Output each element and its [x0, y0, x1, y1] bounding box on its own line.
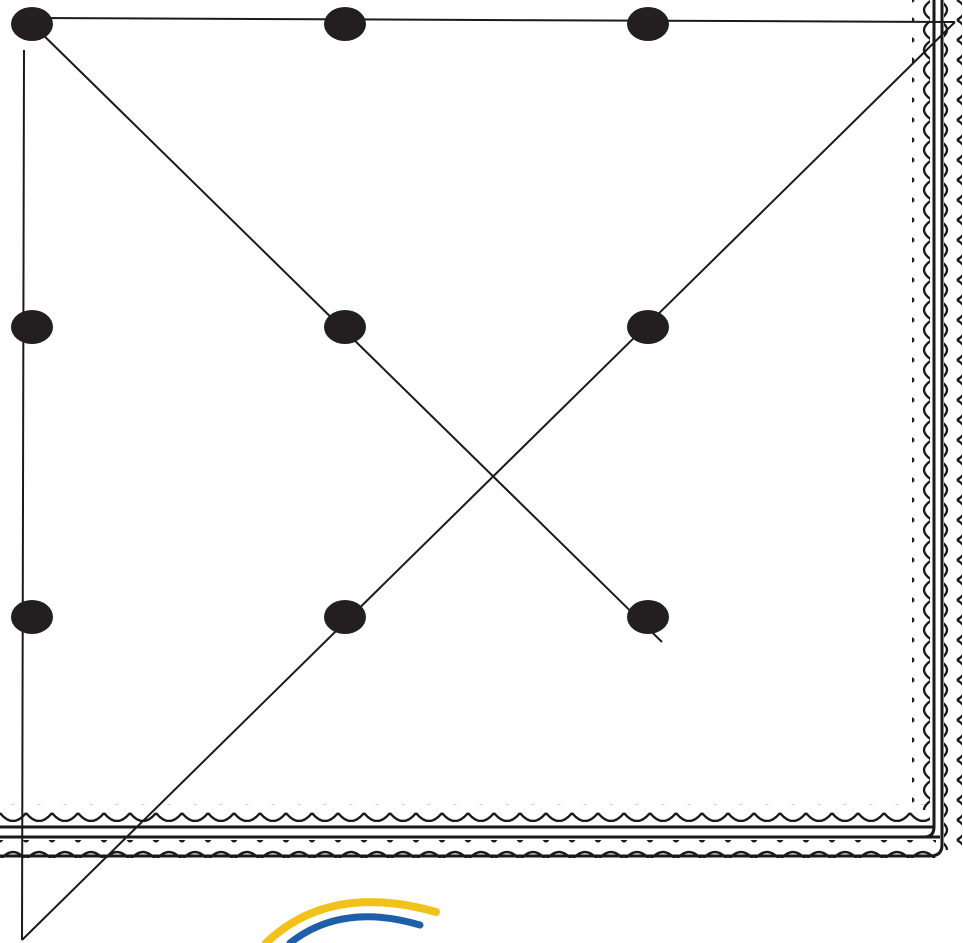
puzzle-dot-r2-c2 — [324, 310, 366, 344]
puzzle-dot-r2-c1 — [11, 310, 53, 344]
puzzle-dot-r3-c2 — [324, 600, 366, 634]
puzzle-dot-r1-c2 — [324, 7, 366, 41]
puzzle-dot-r3-c1 — [11, 600, 53, 634]
puzzle-dot-r1-c3 — [627, 7, 669, 41]
logo-blue-arc — [290, 917, 420, 943]
swoosh-logo-icon — [266, 902, 436, 943]
scallop-strip-right-outer — [944, 0, 962, 850]
solution-lines — [22, 18, 955, 940]
solution-line-top — [32, 18, 955, 22]
scallop-strip-right-inner — [912, 0, 930, 810]
puzzle-dot-r3-c3 — [627, 600, 669, 634]
scalloped-border-frame — [0, 0, 962, 858]
scallop-strip-bottom-upper — [0, 804, 930, 822]
puzzle-dot-r1-c1 — [11, 7, 53, 41]
solution-line-diagonal-up — [22, 22, 955, 940]
puzzle-dot-r2-c3 — [627, 310, 669, 344]
